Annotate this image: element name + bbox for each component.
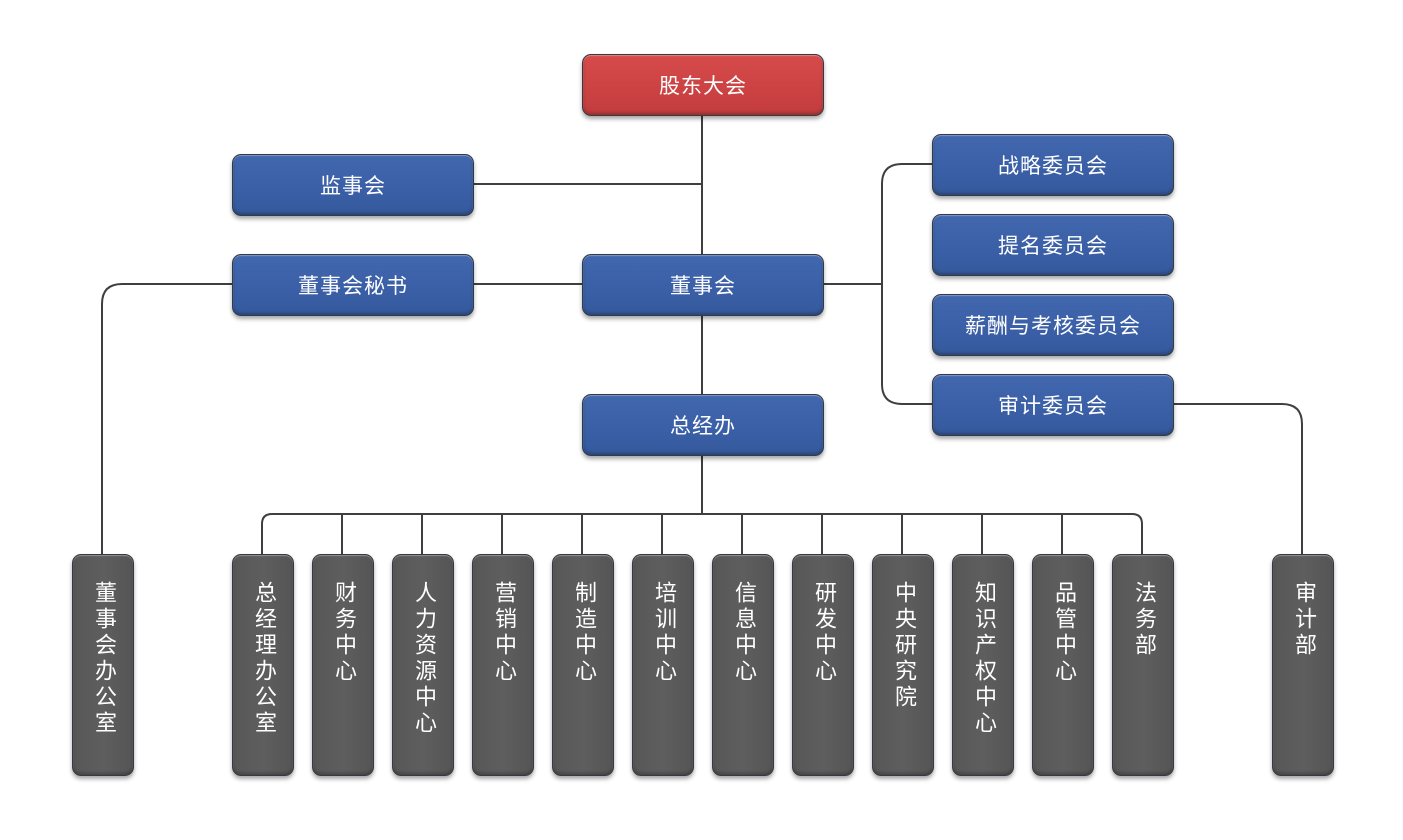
node-committee-compensation[interactable]: 薪酬与考核委员会 (932, 294, 1174, 356)
node-department[interactable]: 人力资源中心 (392, 554, 454, 776)
node-department[interactable]: 知识产权中心 (952, 554, 1014, 776)
node-audit-department[interactable]: 审计部 (1272, 554, 1334, 776)
node-label: 审计部 (1291, 581, 1316, 659)
node-label: 战略委员会 (998, 154, 1108, 178)
node-board-secretary[interactable]: 董事会秘书 (232, 254, 474, 316)
node-board-office[interactable]: 董事会办公室 (72, 554, 134, 776)
node-label: 研发中心 (811, 581, 836, 685)
node-department[interactable]: 培训中心 (632, 554, 694, 776)
node-label: 营销中心 (491, 581, 516, 685)
node-label: 总经理办公室 (251, 581, 276, 737)
connector-audit-committee-dept (1172, 403, 1303, 554)
node-general-office[interactable]: 总经办 (582, 394, 824, 456)
node-department[interactable]: 制造中心 (552, 554, 614, 776)
node-supervisory-board[interactable]: 监事会 (232, 154, 474, 216)
node-label: 中央研究院 (891, 581, 916, 711)
node-department[interactable]: 信息中心 (712, 554, 774, 776)
node-label: 知识产权中心 (971, 581, 996, 737)
node-label: 培训中心 (651, 581, 676, 685)
node-label: 制造中心 (571, 581, 596, 685)
node-label: 品管中心 (1051, 581, 1076, 685)
node-label: 提名委员会 (998, 234, 1108, 258)
node-label: 监事会 (320, 174, 386, 198)
connector-committee-bracket (881, 163, 932, 405)
node-board[interactable]: 董事会 (582, 254, 824, 316)
node-label: 薪酬与考核委员会 (965, 314, 1141, 338)
node-label: 总经办 (670, 414, 736, 438)
node-label: 股东大会 (659, 74, 747, 98)
connector-secretary-office (101, 283, 232, 554)
connector-dept-bus (261, 513, 1143, 554)
node-department[interactable]: 营销中心 (472, 554, 534, 776)
node-department[interactable]: 中央研究院 (872, 554, 934, 776)
node-label: 财务中心 (331, 581, 356, 685)
node-shareholders[interactable]: 股东大会 (582, 54, 824, 116)
node-committee-nomination[interactable]: 提名委员会 (932, 214, 1174, 276)
department-drop-lines (341, 514, 1063, 554)
node-label: 董事会办公室 (91, 581, 116, 737)
node-label: 信息中心 (731, 581, 756, 685)
node-department[interactable]: 财务中心 (312, 554, 374, 776)
node-department[interactable]: 研发中心 (792, 554, 854, 776)
node-label: 法务部 (1131, 581, 1156, 659)
node-department[interactable]: 总经理办公室 (232, 554, 294, 776)
node-label: 董事会秘书 (298, 274, 408, 298)
node-label: 审计委员会 (998, 394, 1108, 418)
node-committee-strategy[interactable]: 战略委员会 (932, 134, 1174, 196)
node-department[interactable]: 品管中心 (1032, 554, 1094, 776)
node-department[interactable]: 法务部 (1112, 554, 1174, 776)
node-committee-audit[interactable]: 审计委员会 (932, 374, 1174, 436)
node-label: 董事会 (670, 274, 736, 298)
node-label: 人力资源中心 (411, 581, 436, 737)
